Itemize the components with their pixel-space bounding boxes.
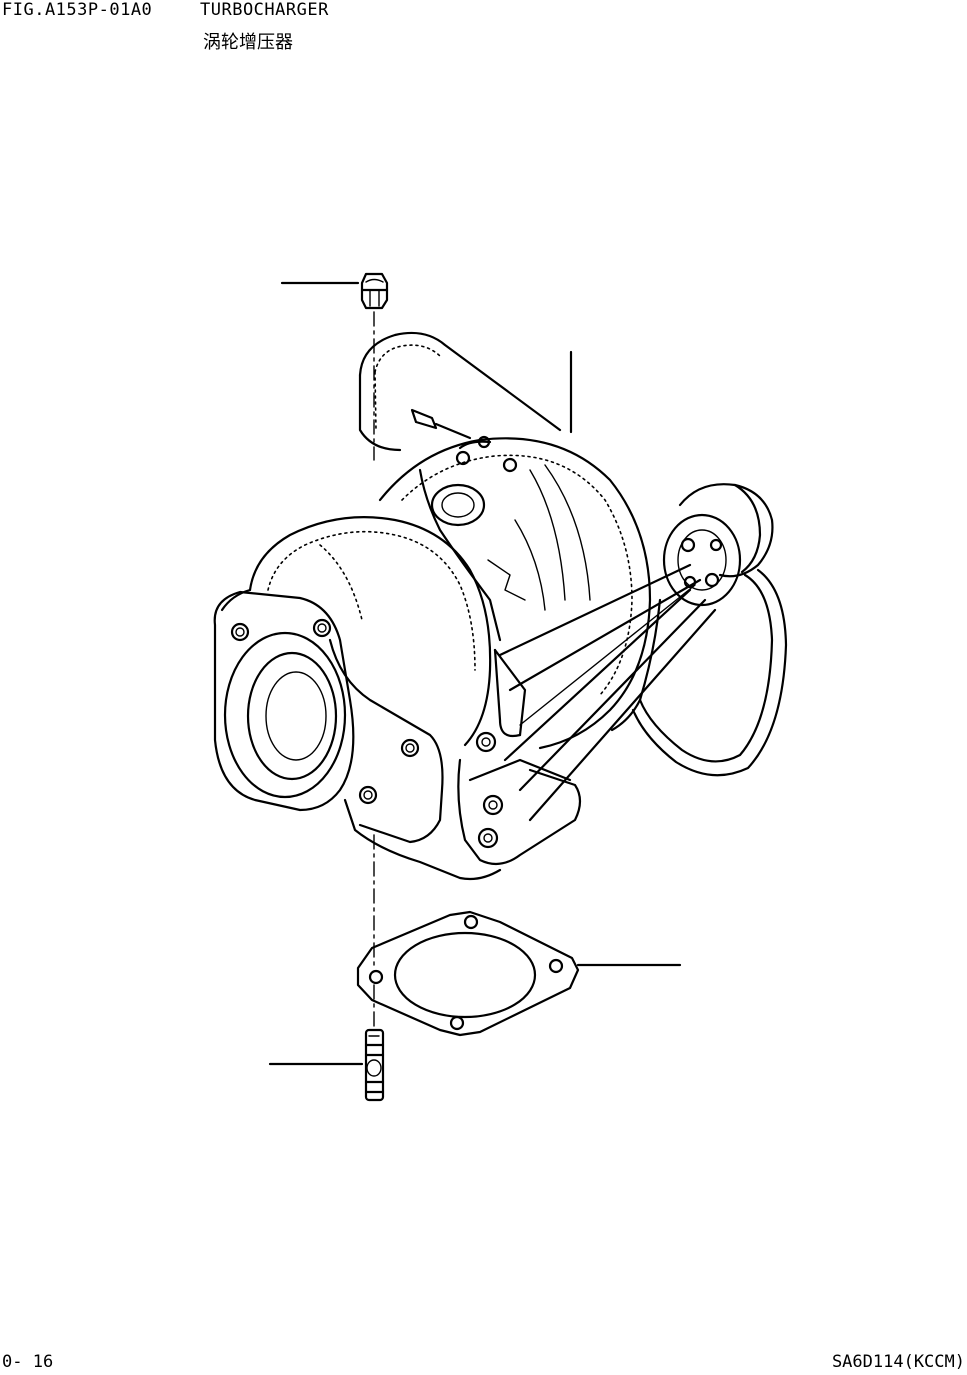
leader-lines bbox=[268, 281, 682, 1066]
compressor-housing bbox=[213, 516, 502, 881]
wastegate-actuator bbox=[498, 483, 788, 822]
center-housing bbox=[457, 648, 582, 866]
page-number: 0- 16 bbox=[2, 1352, 54, 1372]
title-chinese: 涡轮增压器 bbox=[203, 32, 293, 53]
gasket bbox=[356, 910, 580, 1037]
flange-nut bbox=[360, 272, 389, 310]
turbine-housing bbox=[358, 331, 652, 750]
model-code: SA6D114(KCCM) bbox=[831, 1352, 965, 1372]
figure-id: FIG.A153P-01A0 bbox=[2, 0, 153, 20]
title-english: TURBOCHARGER bbox=[200, 0, 329, 20]
stud-bolt bbox=[364, 1028, 385, 1102]
